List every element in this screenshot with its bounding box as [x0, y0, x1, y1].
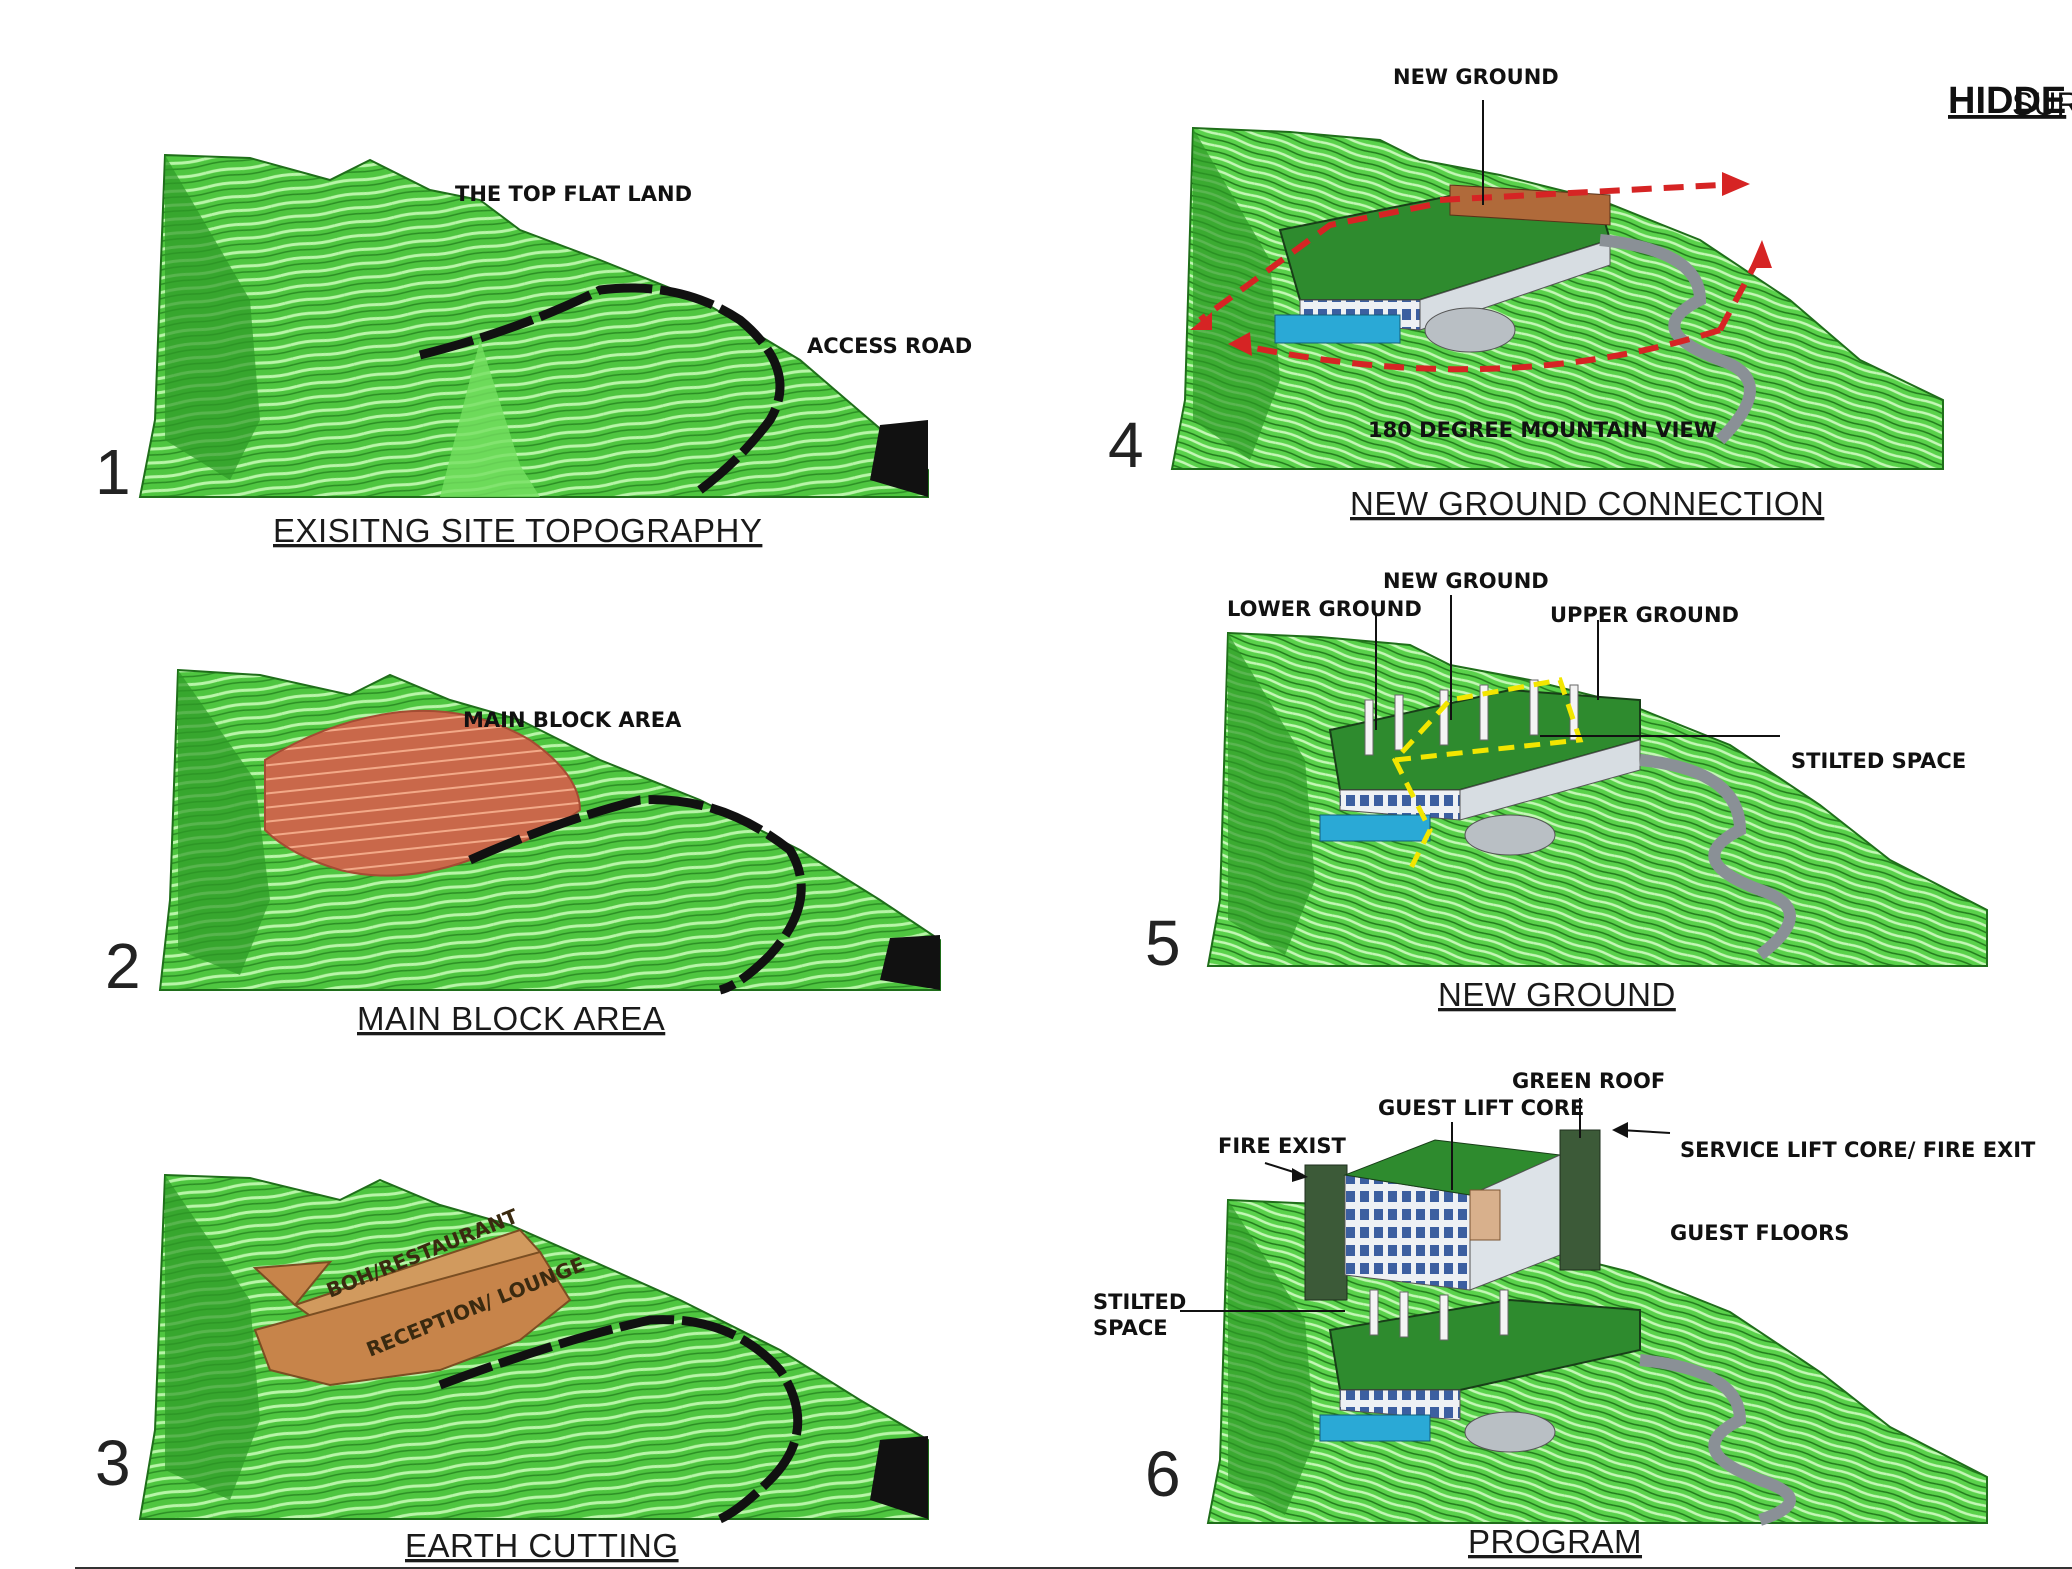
arrowhead [1722, 172, 1750, 196]
panel-1-existing-topography: THE TOP FLAT LAND ACCESS ROAD 1 EXISITNG… [95, 153, 972, 549]
label-space: SPACE [1093, 1316, 1168, 1340]
access-road [1639, 1354, 1796, 1526]
round-terrace [1464, 814, 1556, 856]
label-green-roof: GREEN ROOF [1512, 1069, 1665, 1093]
panel-4-new-ground-connection: NEW GROUND 180 DEGREE MOUNTAIN VIEW 4 NE… [1108, 65, 1944, 522]
label-guest-lift-core: GUEST LIFT CORE [1378, 1096, 1584, 1120]
terrain-shadow [178, 670, 270, 975]
road-end [870, 1436, 928, 1519]
stilt-columns [1364, 679, 1579, 756]
building-side [1419, 239, 1611, 331]
earth-cut-lower [253, 1250, 572, 1387]
label-stilted: STILTED [1093, 1290, 1186, 1314]
terrain-shadow [165, 155, 260, 480]
round-terrace [1464, 1411, 1556, 1453]
terrain-mass [138, 1173, 929, 1520]
panel-6-program: GREEN ROOF GUEST LIFT CORE FIRE EXIST SE… [1093, 1069, 2036, 1560]
pool [1319, 1414, 1431, 1442]
road-end [880, 935, 940, 990]
label-top-flat-land: THE TOP FLAT LAND [455, 182, 692, 206]
label-access-road: ACCESS ROAD [807, 334, 972, 358]
panel-caption: PROGRAM [1468, 1523, 1642, 1560]
panel-caption: NEW GROUND CONNECTION [1350, 485, 1824, 522]
terrain-shadow [165, 1175, 260, 1500]
panel-number: 4 [1108, 409, 1144, 481]
path-highlight [1391, 677, 1584, 872]
arrowhead [1612, 1122, 1628, 1138]
round-terrace [1424, 307, 1516, 353]
label-lower-ground: LOWER GROUND [1227, 597, 1422, 621]
label-main-block-area: MAIN BLOCK AREA [463, 708, 682, 732]
panel-caption: MAIN BLOCK AREA [357, 1000, 665, 1037]
building-side [1459, 739, 1641, 821]
panel-caption: EXISITNG SITE TOPOGRAPHY [273, 512, 762, 549]
panel-number: 1 [95, 436, 131, 508]
connection-arrow-left [1198, 202, 1431, 323]
terrain-shadow [1228, 1200, 1315, 1515]
label-service-lift-core: SERVICE LIFT CORE/ FIRE EXIT [1680, 1138, 2036, 1162]
arrowhead [1750, 240, 1772, 268]
panel-2-main-block-area: MAIN BLOCK AREA 2 MAIN BLOCK AREA [105, 668, 941, 1037]
access-road [438, 1315, 803, 1524]
guest-lift-core [1469, 1189, 1501, 1241]
sheet-subtitle: SUR [2012, 86, 2072, 122]
arrowhead [1228, 332, 1252, 356]
panel-number: 2 [105, 930, 141, 1002]
access-road [468, 795, 806, 995]
label-stilted-space: STILTED SPACE [1791, 749, 1966, 773]
pool [1319, 814, 1431, 842]
fire-exit-core [1304, 1164, 1348, 1301]
arrowhead [1292, 1168, 1308, 1182]
podium-facade [1339, 1389, 1461, 1421]
sheet-title: HIDDE [1948, 80, 2066, 122]
panel-number: 5 [1145, 907, 1181, 979]
label-new-ground: NEW GROUND [1383, 569, 1549, 593]
pool [1274, 314, 1401, 344]
earth-cut-upper [252, 1260, 333, 1307]
leader-arrow [1619, 1129, 1671, 1134]
road-end [870, 420, 928, 497]
label-fire-exist: FIRE EXIST [1218, 1134, 1346, 1158]
stilt-columns [1369, 1289, 1509, 1341]
label-upper-ground: UPPER GROUND [1550, 603, 1739, 627]
panel-5-new-ground: NEW GROUND LOWER GROUND UPPER GROUND STI… [1145, 569, 1988, 1013]
main-block-area [264, 709, 582, 877]
terrain-peak [440, 340, 540, 497]
terrain-mass [138, 153, 929, 498]
label-new-ground: NEW GROUND [1393, 65, 1559, 89]
panel-caption: EARTH CUTTING [405, 1527, 679, 1564]
panel-number: 6 [1145, 1438, 1181, 1510]
access-road [1639, 754, 1796, 960]
access-road [418, 283, 785, 494]
terrain-shadow [1193, 128, 1280, 460]
arrowhead [1190, 312, 1212, 330]
terrain-shadow [1228, 633, 1315, 955]
connection-arrow-right [1439, 182, 1721, 203]
panel-caption: NEW GROUND [1438, 976, 1676, 1013]
access-road [1599, 234, 1756, 445]
service-lift-core [1559, 1129, 1601, 1271]
panel-number: 3 [95, 1427, 131, 1499]
label-mountain-view: 180 DEGREE MOUNTAIN VIEW [1368, 418, 1717, 442]
panel-3-earth-cutting: BOH/RESTAURANT RECEPTION/ LOUNGE 3 EARTH… [95, 1173, 929, 1564]
connection-arrow-sweep [1239, 327, 1721, 373]
label-guest-floors: GUEST FLOORS [1670, 1221, 1849, 1245]
